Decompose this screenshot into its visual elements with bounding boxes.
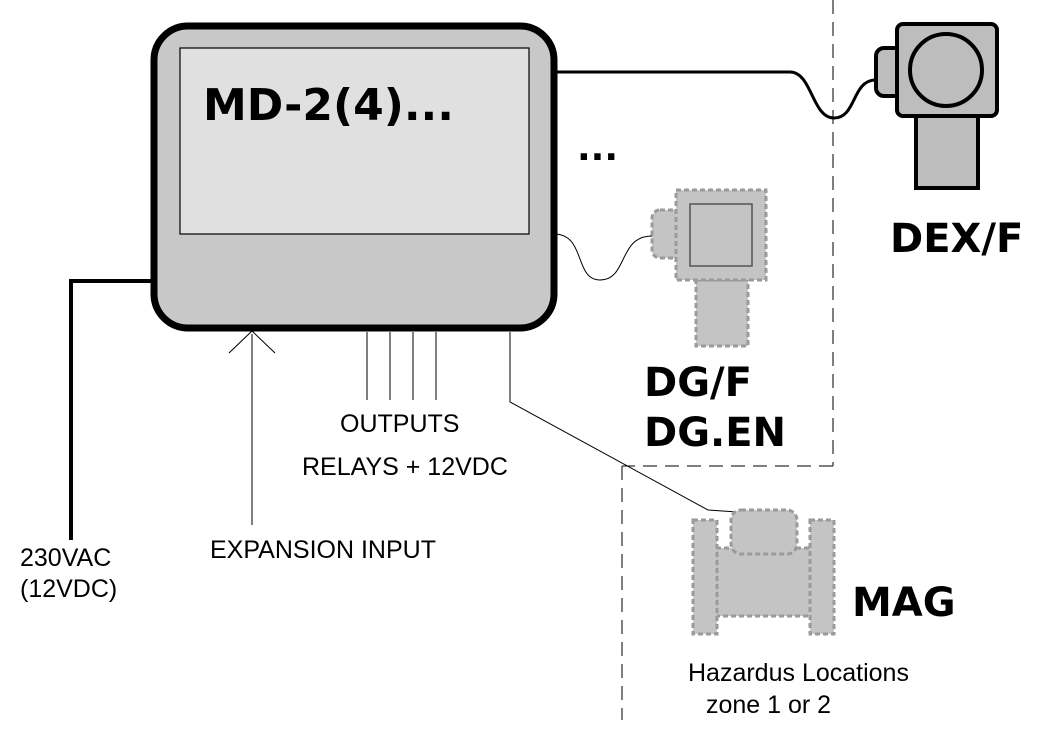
dexf-stem: [914, 110, 980, 190]
dexf-label: DEX/F: [890, 216, 1023, 262]
hazard-zone-label: Hazardus Locations: [688, 659, 909, 687]
dgf-body: [674, 188, 768, 282]
mag-cable: [509, 332, 738, 513]
dgf-inner-frame: [689, 203, 753, 267]
dgf-label: DG/F: [644, 360, 752, 406]
outputs-label: OUTPUTS: [340, 410, 459, 438]
output-lines: [366, 332, 437, 400]
power-line: [69, 279, 154, 540]
hazard-zone-sublabel: zone 1 or 2: [706, 691, 831, 719]
more-detectors-ellipsis: ...: [577, 128, 618, 169]
dexf-detector: DEX/F: [874, 22, 1023, 262]
dexf-window-icon: [908, 32, 984, 108]
power-label-12vdc: (12VDC): [20, 575, 117, 603]
dgf-stem: [694, 278, 750, 348]
mag-valve: [691, 508, 836, 636]
hazard-zone-boundary: [621, 0, 834, 720]
dexf-cable: [554, 70, 875, 120]
dgf-detector: [650, 188, 768, 348]
mag-right-flange: [808, 518, 836, 636]
power-label-230vac: 230VAC: [20, 544, 111, 572]
relays-label: RELAYS + 12VDC: [302, 453, 508, 481]
controller-label: MD-2(4)...: [203, 80, 454, 131]
dgf-cable: [553, 233, 653, 281]
expansion-input-label: EXPANSION INPUT: [210, 536, 436, 564]
mag-body: [714, 546, 814, 618]
controller-display: [179, 47, 530, 235]
mag-label: MAG: [852, 580, 956, 626]
controller-md2-unit: MD-2(4)...: [150, 22, 558, 332]
expansion-input-arrow: [228, 330, 276, 525]
mag-actuator: [729, 508, 799, 556]
dgen-label: DG.EN: [644, 410, 786, 456]
mag-left-flange: [691, 518, 719, 636]
